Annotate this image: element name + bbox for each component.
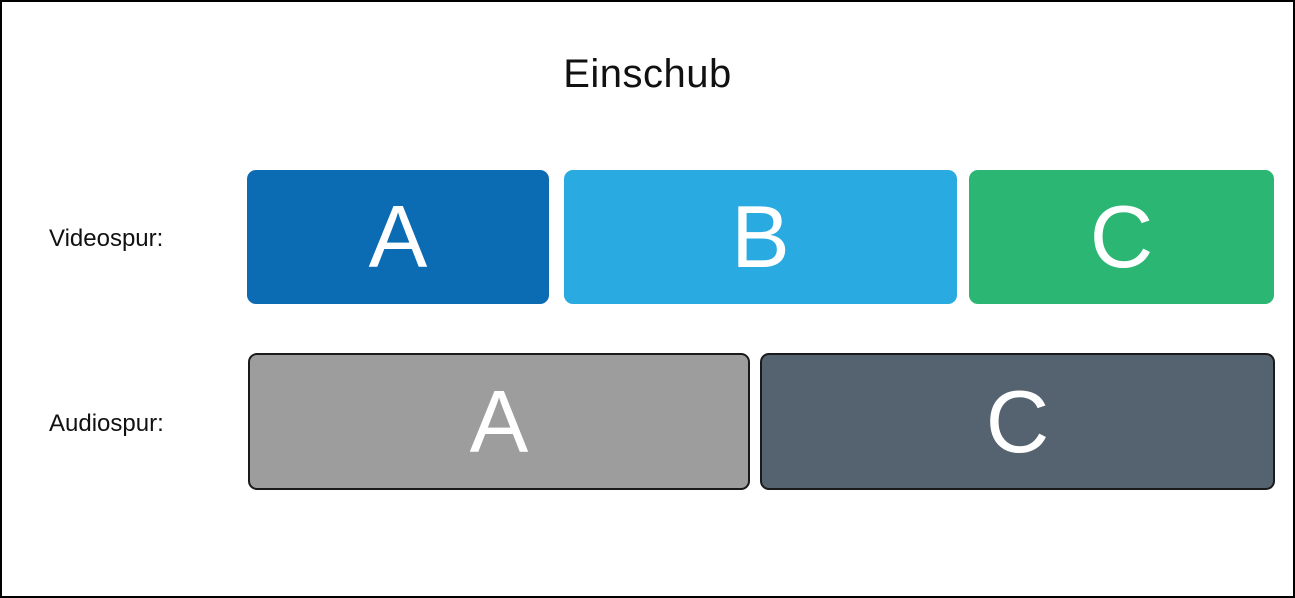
audio-track-label: Audiospur: <box>49 410 164 437</box>
video-track-label: Videospur: <box>49 225 164 252</box>
audio-clip-c: C <box>760 353 1275 490</box>
video-clip-a: A <box>247 170 549 304</box>
video-clip-b: B <box>564 170 957 304</box>
audio-clip-a-letter: A <box>469 371 529 471</box>
video-clip-a-letter: A <box>368 187 428 286</box>
video-clip-b-letter: B <box>731 187 790 286</box>
audio-clip-c-letter: C <box>985 371 1050 471</box>
audio-clip-a: A <box>248 353 750 490</box>
video-clip-c-letter: C <box>1089 187 1154 286</box>
diagram-title: Einschub <box>563 52 732 96</box>
video-clip-c: C <box>969 170 1274 304</box>
